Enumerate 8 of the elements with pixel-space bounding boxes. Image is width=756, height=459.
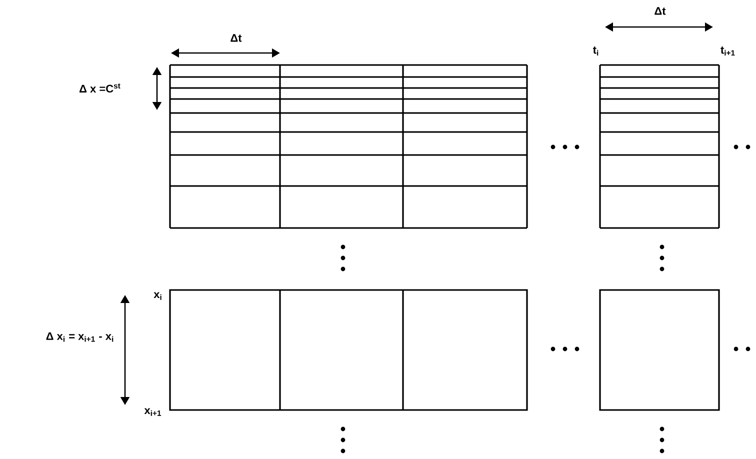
dimension-label: Δt: [230, 34, 242, 42]
dimension-label: x$_{i}$: [154, 292, 162, 300]
dimension-label: t$_{i+1}$: [720, 46, 735, 56]
dimension-label: Δ x =C$^{st}$: [80, 83, 120, 93]
dimension-label: x$_{i+1}$: [144, 408, 162, 416]
dimension-label: Δt: [654, 7, 666, 15]
dimension-label: Δ x$_{i}$ = x$_{i+1}$ - x$_{i}$: [46, 332, 114, 342]
dimension-label: t$_{i}$: [593, 46, 598, 56]
